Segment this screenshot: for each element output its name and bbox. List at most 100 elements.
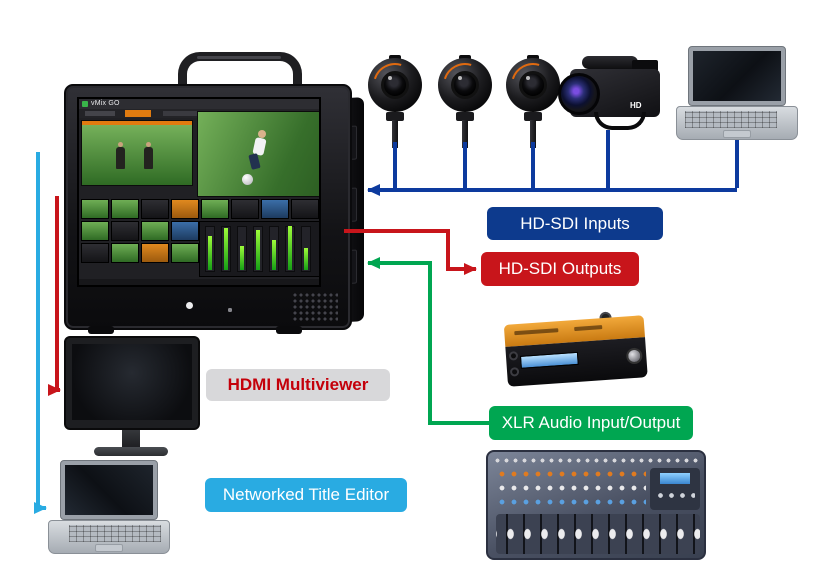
vmix-go-handle	[178, 52, 302, 92]
networked-title-editor-label: Networked Title Editor	[205, 478, 407, 512]
vmix-go-screen: vMix GO	[77, 97, 321, 287]
input-thumbnail	[111, 221, 139, 241]
camera-clamp	[456, 112, 474, 121]
converter-print	[574, 325, 603, 332]
camera-clamp	[524, 112, 542, 121]
mixer-display	[660, 473, 690, 484]
camera-pole	[530, 120, 536, 148]
player-head	[258, 130, 266, 138]
monitor-screen	[72, 344, 192, 420]
laptop-keyboard	[69, 525, 161, 542]
camera-sphere	[503, 55, 563, 115]
input-thumbnail	[81, 221, 109, 241]
input-thumbnail	[141, 243, 169, 263]
input-thumbnail	[291, 199, 319, 219]
camera-lens-icon	[519, 71, 547, 99]
input-thumbnail	[141, 221, 169, 241]
laptop-base	[676, 106, 798, 140]
hd-camcorder: HD	[558, 56, 660, 134]
person-head	[146, 142, 151, 147]
input-thumbnail	[81, 243, 109, 263]
input-thumbnail	[141, 199, 169, 219]
input-thumbnail	[81, 199, 109, 219]
laptop-screen	[60, 460, 158, 520]
meter-bar	[272, 240, 276, 270]
handle-grip	[197, 56, 281, 59]
laptop-touchpad	[95, 544, 123, 552]
camera-pole	[392, 120, 398, 148]
monitor-bezel	[64, 336, 200, 430]
camera-clamp	[386, 112, 404, 121]
mixer-knob-row	[496, 468, 646, 480]
camera-sphere	[435, 55, 495, 115]
converter-body	[505, 337, 648, 387]
source-laptop	[676, 46, 798, 140]
camera-sphere	[365, 55, 425, 115]
input-thumbnail	[261, 199, 289, 219]
lens-glint	[458, 76, 462, 80]
input-thumbnail	[171, 199, 199, 219]
meter-bar	[224, 228, 228, 270]
program-monitor	[197, 111, 319, 197]
xlr-jack-icon	[509, 367, 520, 377]
toolbar-active-tab	[125, 110, 151, 117]
converter-print	[514, 328, 559, 336]
hd-sdi-inputs-label: HD-SDI Inputs	[487, 207, 663, 240]
mixer-master-knobs	[655, 490, 695, 504]
hdmi-multiviewer-line	[48, 196, 61, 396]
vmix-logo-icon	[82, 101, 88, 107]
laptop-screen	[688, 46, 786, 106]
mixer-master-section	[650, 468, 700, 510]
camera-lens-icon	[381, 71, 409, 99]
camera-mount-nub	[389, 55, 401, 60]
audio-meter	[253, 226, 263, 272]
hd-sdi-outputs-label: HD-SDI Outputs	[481, 252, 639, 286]
camcorder-badge: HD	[630, 101, 642, 110]
camera-lens-icon	[451, 71, 479, 99]
vmix-go-device: vMix GO	[64, 84, 352, 330]
mixer-jack-row	[493, 456, 699, 466]
laptop-base	[48, 520, 170, 554]
lens-glint	[526, 76, 530, 80]
device-foot	[88, 326, 114, 334]
audio-mixing-console	[486, 450, 706, 560]
device-foot	[276, 326, 302, 334]
audio-meter	[237, 226, 247, 272]
vmix-logo-text: vMix GO	[91, 100, 120, 107]
input-thumbnail	[111, 199, 139, 219]
mixer-fader-bank	[496, 514, 700, 554]
mixer-knob-row	[496, 482, 646, 494]
camcorder-strap	[594, 112, 646, 130]
soccer-ball	[242, 174, 253, 185]
player-legs	[248, 153, 261, 170]
toolbar-segment	[85, 111, 115, 116]
panel-button-icon	[228, 308, 232, 312]
audio-meter	[221, 226, 231, 272]
meter-bar	[208, 236, 212, 270]
mixer-knob-row	[496, 496, 646, 508]
monitor-stand-neck	[122, 430, 140, 447]
networked-title-editor-line	[34, 152, 47, 514]
vmix-status-bar	[79, 279, 319, 285]
input-thumbnail	[111, 243, 139, 263]
preview-active-strip	[82, 121, 192, 125]
vmix-title-bar: vMix GO	[79, 99, 319, 109]
laptop-display	[65, 465, 153, 515]
meter-bar	[256, 230, 260, 270]
hdmi-multiviewer-monitor	[64, 336, 200, 458]
camera-mount-nub	[527, 55, 539, 60]
preview-monitor	[81, 120, 193, 186]
bnc-connector-icon	[625, 347, 643, 365]
audio-meter	[205, 226, 215, 272]
ball-camera-1	[365, 55, 425, 148]
input-thumbnail	[171, 221, 199, 241]
audio-meter	[285, 226, 295, 272]
laptop-display	[693, 51, 781, 101]
input-thumbnail	[231, 199, 259, 219]
meter-bar	[304, 248, 308, 270]
person-silhouette	[144, 142, 153, 169]
camera-mount-nub	[459, 55, 471, 60]
laptop-touchpad	[723, 130, 751, 138]
title-editor-laptop	[48, 460, 170, 554]
